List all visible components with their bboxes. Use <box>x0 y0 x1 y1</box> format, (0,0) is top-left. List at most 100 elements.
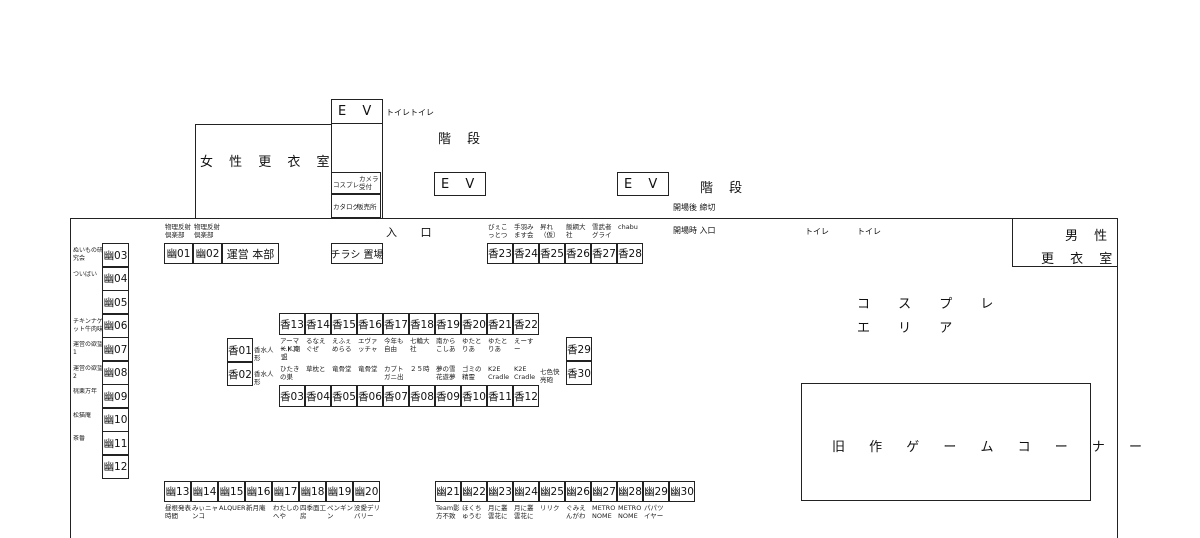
booth-cell[interactable]: 香29 <box>566 337 592 361</box>
booth-name: 昼根発表時間 <box>165 504 191 520</box>
booth-name: 七色快亮砲 <box>540 368 560 384</box>
booth-cell[interactable]: 香13 <box>279 313 305 335</box>
booth-cell[interactable]: 幽12 <box>102 454 129 479</box>
booth-cell[interactable]: 香18 <box>409 313 435 335</box>
booth-name: えーすー <box>514 337 534 353</box>
booth-cell[interactable]: 幽26 <box>565 481 591 502</box>
old-games-corner: 旧 作 ゲ ー ム コ ー ナ ー <box>801 383 1142 501</box>
booth-cell[interactable]: 香01 <box>227 338 253 362</box>
booth-cell[interactable]: 幽15 <box>218 481 245 502</box>
booth-name: ゆたとりあ <box>462 337 482 353</box>
booth-cell[interactable]: 香02 <box>227 362 253 386</box>
booth-name: ひたきの巣 <box>280 365 300 381</box>
booth-cell[interactable]: 香03 <box>279 385 305 407</box>
booth-cell[interactable]: 幽18 <box>299 481 326 502</box>
booth-name: ぬいもの研究会 <box>73 247 103 262</box>
catalog-box: カタログ 販売所 <box>331 194 381 218</box>
booth-cell[interactable]: 幽06 <box>102 313 129 338</box>
booth-name: METRO NOME <box>592 504 616 520</box>
booth-cell[interactable]: 幽30 <box>669 481 695 502</box>
booth-name <box>670 504 695 520</box>
booth-cell[interactable]: 幽11 <box>102 431 129 455</box>
entrance-label: 入 口 <box>386 226 442 239</box>
booth-cell[interactable]: 香10 <box>461 385 487 407</box>
booth-cell[interactable]: 香20 <box>461 313 487 335</box>
booth-cell[interactable]: 幽20 <box>353 481 380 502</box>
booth-cell[interactable]: 香07 <box>383 385 409 407</box>
booth-cell[interactable]: 香15 <box>331 313 357 335</box>
booth-cell[interactable]: 香30 <box>566 361 592 385</box>
men-changing-room-label-2: 更 衣 室 <box>1041 252 1119 267</box>
booth-cell[interactable]: 幽04 <box>102 266 129 291</box>
booth-name: 昇れ（仮） <box>540 223 560 239</box>
booth-cell[interactable]: 幽01 <box>164 243 193 264</box>
booth-cell[interactable]: 香16 <box>357 313 383 335</box>
booth-name: 茶番 <box>73 435 86 442</box>
booth-cell[interactable]: 幽17 <box>272 481 299 502</box>
booth-name: わたしのへや <box>273 504 299 520</box>
booth-name: ついぱい <box>73 270 98 278</box>
booth-name: 竜骨堂 <box>332 365 352 373</box>
booth-cell[interactable]: 香05 <box>331 385 357 407</box>
booth-name: 物理反射倶楽部 <box>194 223 220 239</box>
booth-cell[interactable]: 香21 <box>487 313 513 335</box>
booth-cell[interactable]: 香09 <box>435 385 461 407</box>
booth-cell[interactable]: 香12 <box>513 385 539 407</box>
booth-cell[interactable]: 香11 <box>487 385 513 407</box>
sales-label: 販売所 <box>357 203 377 211</box>
booth-cell[interactable]: 香25 <box>539 243 565 264</box>
booth-name: 没愛デリバリー <box>354 504 380 520</box>
booth-cell[interactable]: 幽22 <box>461 481 487 502</box>
booth-name: METRO NOME <box>618 504 642 520</box>
booth-name: エヴァッチャネイート <box>358 337 378 353</box>
booth-cell[interactable]: 香22 <box>513 313 539 335</box>
booth-cell[interactable]: 香27 <box>591 243 617 264</box>
hq-box[interactable]: 運営 本部 <box>222 243 279 264</box>
booth-cell[interactable]: 幽29 <box>643 481 669 502</box>
booth-cell[interactable]: 幽09 <box>102 384 129 408</box>
flyer-box[interactable]: チラシ 置場 <box>331 243 384 264</box>
booth-cell[interactable]: 香23 <box>487 243 513 264</box>
hq-label: 運営 本部 <box>226 247 275 261</box>
cosplay-registration: コスプレ <box>333 181 359 189</box>
booth-cell[interactable]: 香04 <box>305 385 331 407</box>
booth-name: 物理反射倶楽部 <box>165 223 191 239</box>
booth-cell[interactable]: 幽05 <box>102 290 129 314</box>
booth-name: ぐみえんがわ <box>566 504 586 520</box>
booth-cell[interactable]: 幽08 <box>102 360 129 385</box>
booth-cell[interactable]: 幽24 <box>513 481 539 502</box>
booth-cell[interactable]: 幽27 <box>591 481 617 502</box>
booth-cell[interactable]: 香24 <box>513 243 539 264</box>
at-open-entrance: 開場時 入口 <box>673 226 716 235</box>
elevator-top-label: E V <box>338 104 378 119</box>
booth-name: 七輪大社 <box>410 337 430 353</box>
booth-name <box>73 294 103 311</box>
booth-cell[interactable]: 幽25 <box>539 481 565 502</box>
booth-cell[interactable]: 香14 <box>305 313 331 335</box>
elevator-middle: E V <box>434 172 486 196</box>
booth-name: 夢の雪花遊夢 <box>436 365 456 381</box>
booth-name: 月に叢雲花に風 <box>514 504 534 520</box>
booth-cell[interactable]: 幽21 <box>435 481 461 502</box>
booth-cell[interactable]: 香17 <box>383 313 409 335</box>
booth-cell[interactable]: 幽03 <box>102 243 129 267</box>
booth-cell[interactable]: 幽28 <box>617 481 643 502</box>
booth-cell[interactable]: 香26 <box>565 243 591 264</box>
booth-cell[interactable]: 幽13 <box>164 481 191 502</box>
booth-cell[interactable]: 幽23 <box>487 481 513 502</box>
booth-name: 運営の欲望2 <box>73 364 103 380</box>
booth-cell[interactable]: 幽02 <box>193 243 222 264</box>
booth-cell[interactable]: 幽19 <box>326 481 353 502</box>
elevator-right-label: E V <box>624 177 664 192</box>
booth-name: 香水人形 <box>254 370 274 386</box>
booth-cell[interactable]: 幽16 <box>245 481 272 502</box>
booth-cell[interactable]: 香06 <box>357 385 383 407</box>
booth-cell[interactable]: 幽07 <box>102 337 129 361</box>
booth-cell[interactable]: 香28 <box>617 243 643 264</box>
booth-cell[interactable]: 香19 <box>435 313 461 335</box>
booth-cell[interactable]: 香08 <box>409 385 435 407</box>
booth-name: カプトガニ出版 <box>384 365 404 381</box>
booth-name: チキンナゲット牛肉味 <box>73 317 103 333</box>
booth-cell[interactable]: 幽10 <box>102 407 129 432</box>
booth-cell[interactable]: 幽14 <box>191 481 218 502</box>
